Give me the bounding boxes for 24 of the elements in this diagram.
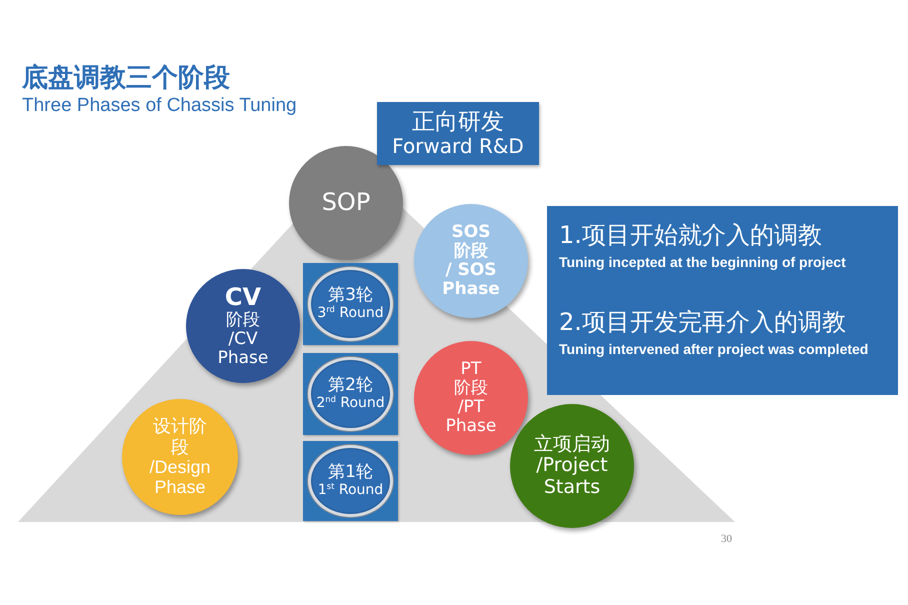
subtitle: Three Phases of Chassis Tuning (22, 95, 297, 117)
phase-label: 立项启动 /Project Starts (533, 434, 611, 498)
round-label: 1$^{st}$ Round (318, 482, 384, 498)
phase-label: 阶段 /CV Phase (216, 310, 270, 368)
phase-label: PT 阶段 /PT Phase (444, 360, 498, 436)
panel-text: Tuning intervened after project was completed (559, 342, 868, 358)
round-label: 2$^{nd}$ Round (316, 396, 385, 412)
banner-label: 正向研发 (412, 109, 504, 136)
info-panel (547, 206, 898, 395)
round-label: 第2轮 (328, 376, 373, 396)
phase-label: 设计阶段 /Design Phase (148, 416, 212, 498)
title: 底盘调教三个阶段 (22, 62, 230, 95)
banner-box (377, 102, 539, 165)
panel-text: Tuning incepted at the beginning of project (559, 255, 846, 271)
round-label: 第1轮 (328, 463, 373, 483)
phase-label: SOS 阶段 / SOS Phase (441, 222, 501, 300)
banner-label: Forward R&D (392, 135, 524, 158)
panel-heading: 2.项目开发完再介入的调教 (559, 308, 846, 336)
phase-label: CV (224, 284, 262, 311)
round-label: 3$^{rd}$ Round (317, 306, 384, 322)
round-label: 第3轮 (328, 286, 373, 306)
panel-heading: 1.项目开始就介入的调教 (559, 222, 822, 250)
page-number: 30 (721, 533, 732, 545)
phase-label: SOP (322, 189, 370, 217)
